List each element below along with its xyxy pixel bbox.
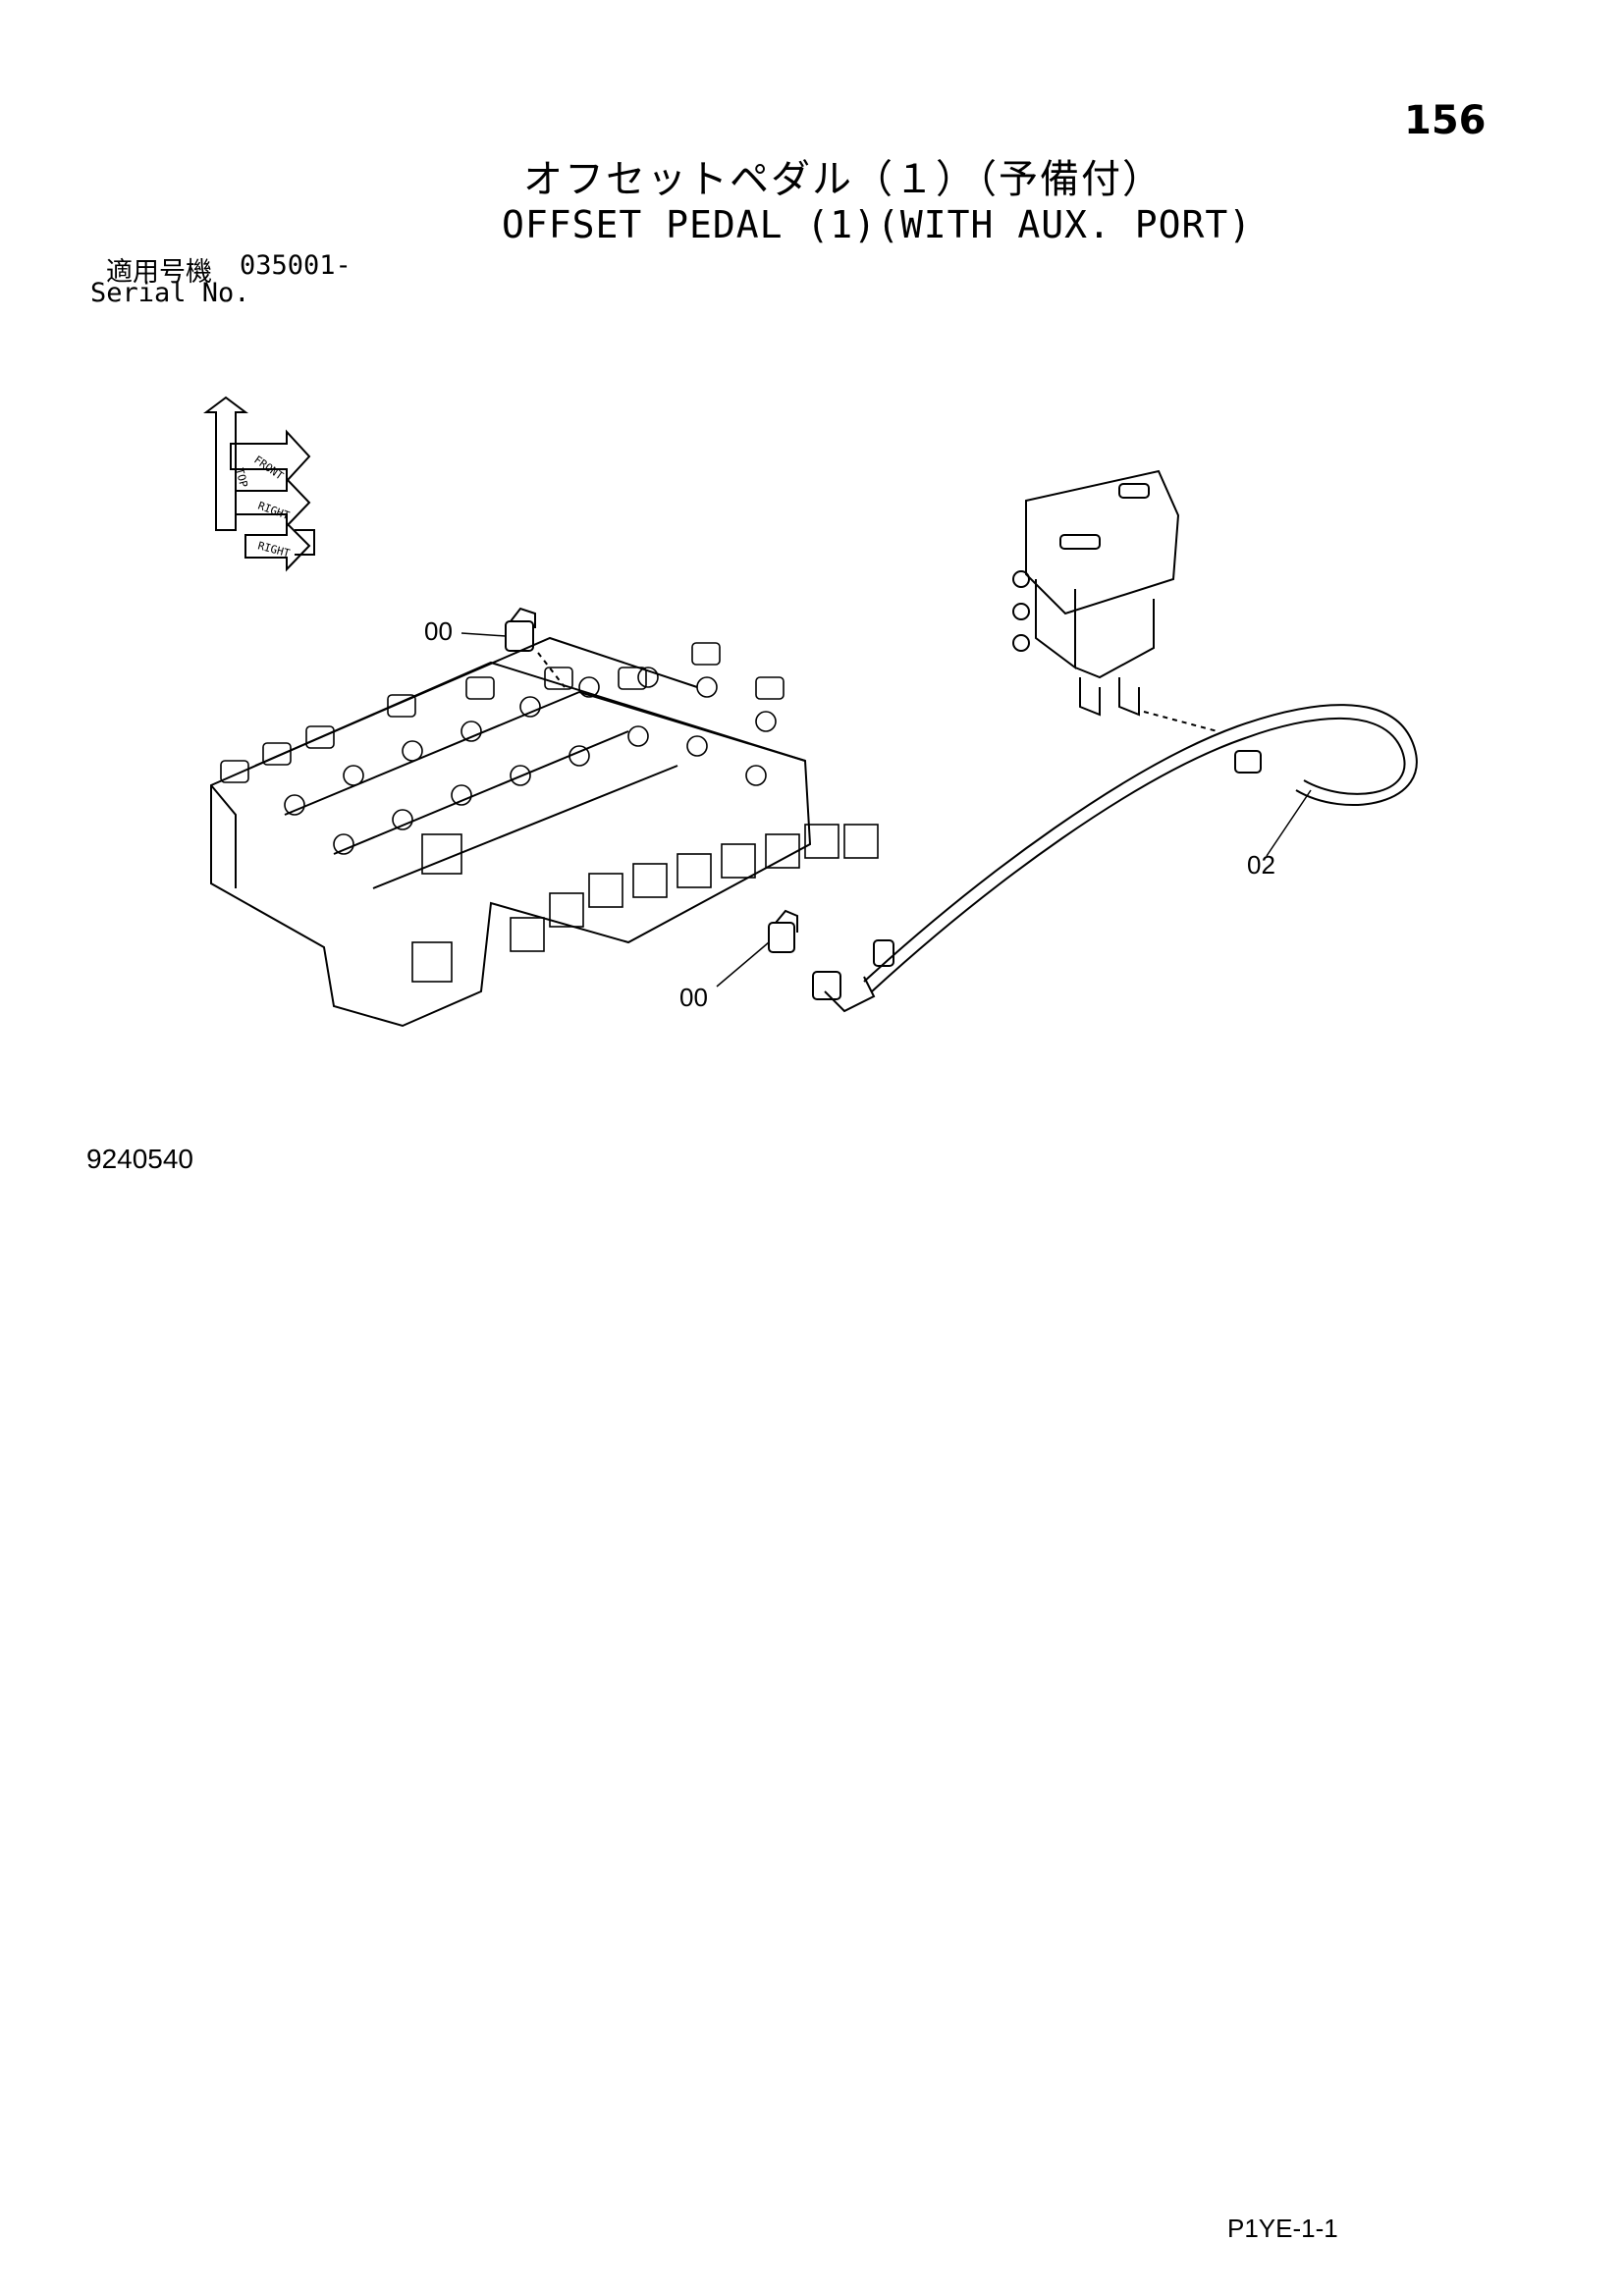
serial-label-japanese: 適用号機 (106, 257, 212, 288)
parts-diagram: TOP FRONT RIGHT RIGHT (203, 396, 1418, 1028)
pilot-fitting-upper-icon (505, 607, 566, 688)
control-valve-block-icon (210, 636, 879, 1028)
orientation-top-label: TOP (233, 466, 250, 489)
serial-label-english: Serial No. (90, 278, 250, 308)
orientation-front-label: FRONT (251, 454, 286, 483)
drawing-number: 9240540 (86, 1144, 194, 1174)
footer-code: P1YE-1-1 (1227, 2214, 1338, 2243)
page-title-japanese: オフセットペダル（１）（予備付） (523, 157, 1164, 202)
pilot-hose-icon (863, 704, 1418, 992)
callout-part-02: 02 (1247, 850, 1275, 880)
pilot-fitting-lower-icon (768, 909, 876, 1013)
offset-pedal-valve-icon (1012, 469, 1218, 732)
callout-part-00-upper: 00 (424, 616, 453, 646)
page-number: 156 (1404, 98, 1487, 143)
serial-number-value: 035001- (240, 250, 352, 281)
orientation-right-label: RIGHT (256, 500, 292, 523)
callout-part-00-lower: 00 (679, 983, 708, 1012)
callout-leaders (460, 632, 1312, 988)
page-title-english: OFFSET PEDAL (1)(WITH AUX. PORT) (502, 203, 1253, 246)
orientation-indicator-icon: TOP FRONT RIGHT RIGHT (203, 396, 315, 572)
